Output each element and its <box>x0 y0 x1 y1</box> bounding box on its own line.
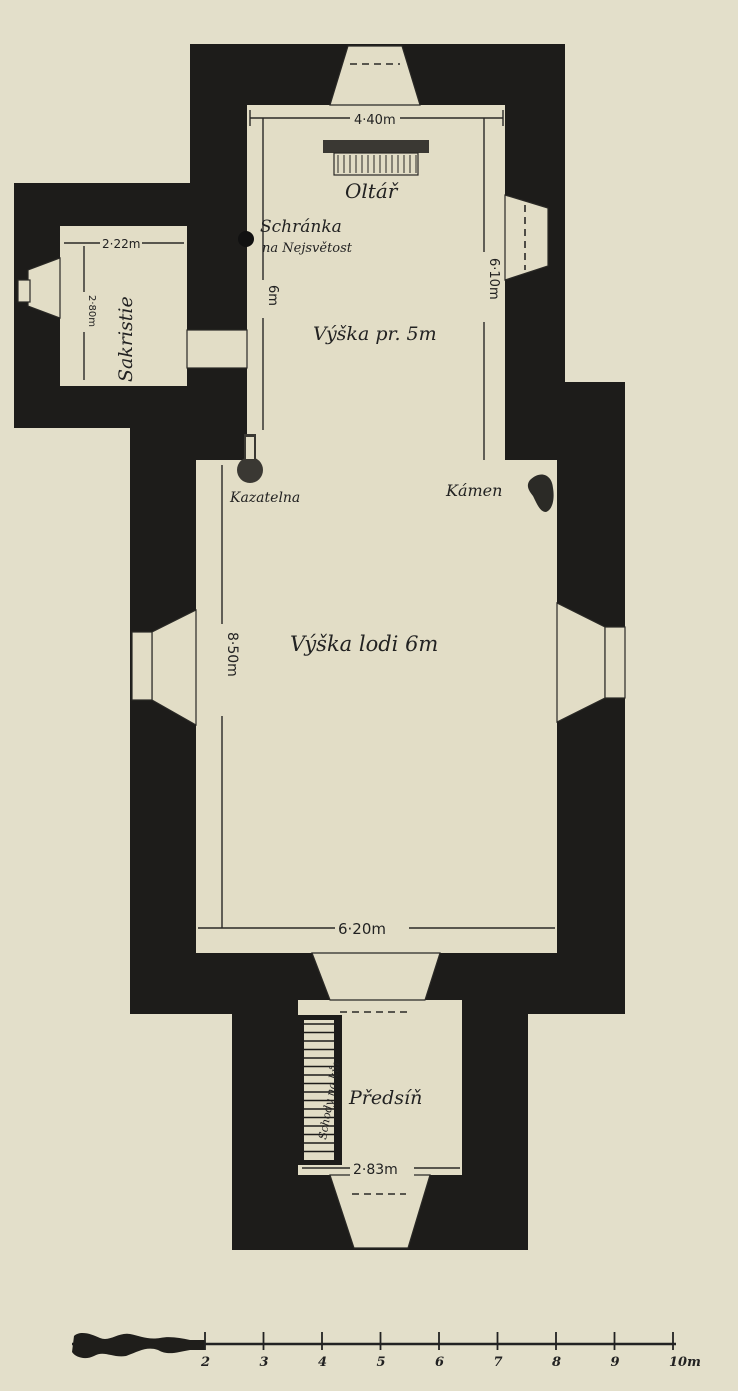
scale-label: 10m <box>669 1355 701 1370</box>
nave-height-label: Výška lodi 6m <box>290 632 438 656</box>
presbytery-width-label: 4·40m <box>354 113 396 128</box>
nave-length-label: 8·50m <box>224 632 240 677</box>
scale-label: 6 <box>435 1355 444 1370</box>
altar <box>323 140 429 176</box>
scale-label: 4 <box>318 1355 327 1370</box>
presbytery-depth-label: 6m <box>265 285 280 306</box>
scale-label: 5 <box>377 1355 386 1370</box>
scale-label: 8 <box>552 1355 561 1370</box>
scale-label: 2 <box>200 1355 210 1370</box>
scale-label: 9 <box>611 1355 620 1370</box>
tabernacle-label-1: Schránka <box>260 217 342 237</box>
vestibule-width-label: 2·83m <box>353 1162 398 1178</box>
nave-width-label: 6·20m <box>338 920 386 938</box>
vestibule-label: Předsíň <box>348 1087 422 1109</box>
scale-label: 3 <box>260 1355 269 1370</box>
scale-bar: 2 3 4 5 6 7 8 9 10m <box>72 1332 701 1370</box>
sacristy-length-label: 2·80m <box>86 295 97 327</box>
stone <box>527 474 554 512</box>
altar-label: Oltář <box>345 179 399 203</box>
presbytery-height-label: Výška pr. 5m <box>313 323 437 345</box>
pulpit-label: Kazatelna <box>229 490 300 506</box>
scale-label: 7 <box>494 1355 503 1370</box>
presbytery-length-label: 6·10m <box>486 258 501 300</box>
stone-label: Kámen <box>445 481 502 500</box>
tabernacle-label-2: na Nejsvětost <box>262 241 353 256</box>
pulpit <box>237 434 263 483</box>
dimension-labels: 4·40m 6·10m 6m 2·22m 2·80m 8·50m 6·20m 2… <box>77 110 501 1178</box>
tabernacle-marker <box>238 231 254 247</box>
sacristy-label: Sakristie <box>115 296 137 382</box>
stairs <box>296 1015 342 1165</box>
sacristy-width-label: 2·22m <box>102 237 140 251</box>
openings <box>17 45 626 1249</box>
